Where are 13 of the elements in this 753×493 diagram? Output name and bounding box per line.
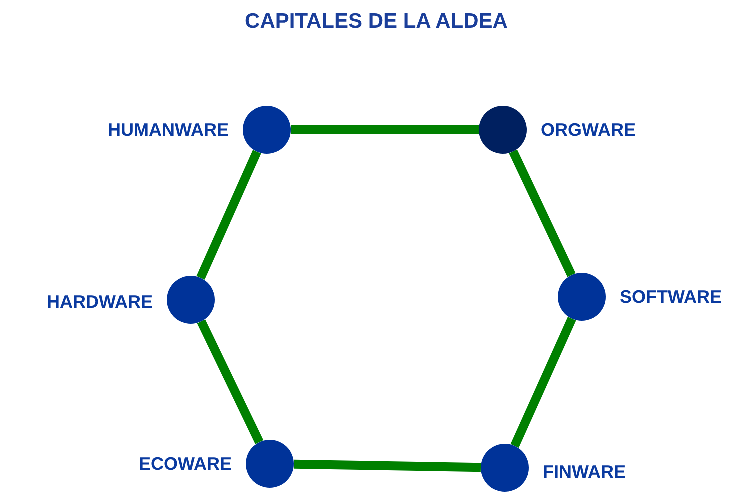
connector-line [509, 150, 576, 278]
node-label: HARDWARE [47, 292, 153, 312]
node-label: FINWARE [543, 462, 626, 482]
connector-line [197, 320, 264, 444]
node-label: ORGWARE [541, 120, 636, 140]
node-label: SOFTWARE [620, 286, 722, 308]
connector-line [196, 150, 262, 280]
connector-line [510, 317, 576, 448]
connector-line [294, 460, 482, 472]
node-label: HUMANWARE [108, 120, 229, 140]
diagram-title: CAPITALES DE LA ALDEA [244, 10, 509, 34]
connector-line [291, 126, 479, 134]
node-label: ECOWARE [138, 454, 232, 474]
